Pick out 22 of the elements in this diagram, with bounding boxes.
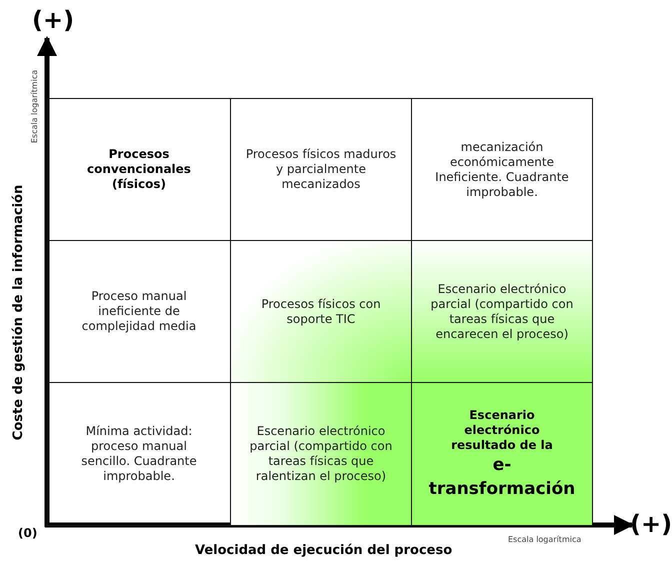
matrix-cell xyxy=(411,382,593,526)
cell-text: Escenario electrónico parcial (compartido con tareas físicas que ralentizan el proceso) xyxy=(248,424,394,484)
cell-text: Escenario electrónico resultado de la xyxy=(450,408,554,452)
axis-max-label: (+) xyxy=(32,6,74,34)
cell-highlight-text: e-transformación xyxy=(428,454,576,500)
cell-text: Mínima actividad: proceso manual sencillo. Cuadrante improbable. xyxy=(80,424,198,484)
cell-text: mecanización económicamente Ineficiente. Cuadrante improbable. xyxy=(434,140,570,200)
cell-text: Proceso manual ineficiente de complejidad media xyxy=(80,289,198,334)
matrix-cell xyxy=(47,98,231,241)
axis-title: Velocidad de ejecución del proceso xyxy=(195,543,452,558)
scale-note: Escala logarítmica xyxy=(508,535,582,544)
matrix-cell xyxy=(230,240,412,383)
cell-text: Escenario electrónico parcial (compartido con tareas físicas que encarecen el proceso) xyxy=(430,282,574,342)
cell-text: Procesos físicos maduros y parcialmente mecanizados xyxy=(244,147,398,192)
cell-text: Procesos convencionales (físicos) xyxy=(86,147,192,192)
axis-title: Coste de gestión de la información xyxy=(10,184,26,440)
cell-text: Procesos físicos con soporte TIC xyxy=(260,296,382,326)
axis-max-label: (+) xyxy=(630,510,672,538)
matrix-cell xyxy=(230,382,412,526)
scale-note: Escala logarítmica xyxy=(30,69,39,143)
matrix-cell xyxy=(411,240,593,383)
origin-label: (0) xyxy=(18,526,38,540)
